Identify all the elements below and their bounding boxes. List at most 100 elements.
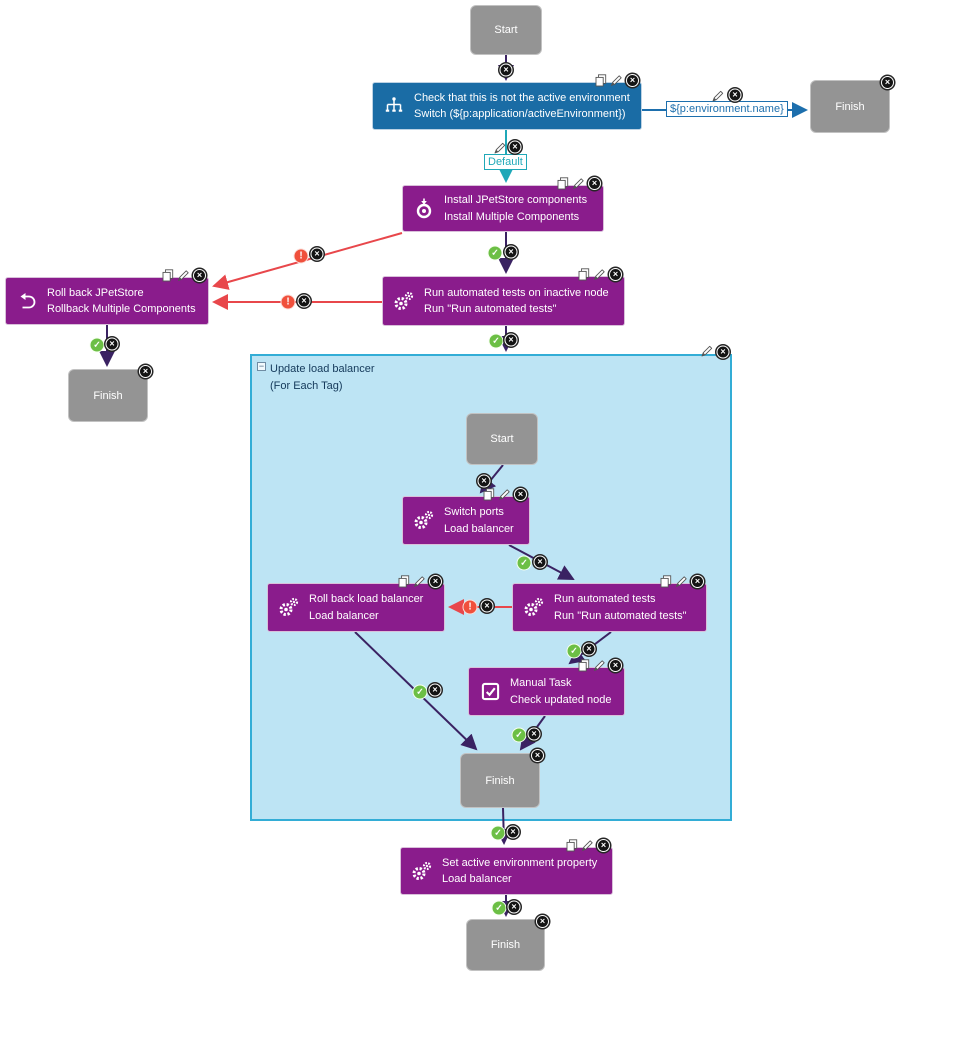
- node-start-inner[interactable]: Start: [466, 413, 538, 465]
- edit-icon[interactable]: [593, 659, 606, 672]
- manual-task-icon: [477, 682, 503, 701]
- edit-icon[interactable]: [413, 575, 426, 588]
- node-finish-top-right[interactable]: Finish ×: [810, 76, 894, 133]
- delete-icon[interactable]: ×: [428, 683, 442, 697]
- node-rollback-jpetstore[interactable]: Roll back JPetStore Rollback Multiple Co…: [5, 269, 209, 325]
- delete-icon[interactable]: ×: [691, 575, 704, 588]
- failure-condition-icon[interactable]: !: [280, 294, 296, 310]
- node-install-jpetstore[interactable]: Install JPetStore components Install Mul…: [402, 177, 604, 232]
- node-title: Install JPetStore components: [444, 194, 588, 206]
- node-title: Manual Task: [510, 677, 572, 689]
- copy-icon[interactable]: [578, 659, 590, 672]
- delete-icon[interactable]: ×: [139, 365, 152, 378]
- edit-icon[interactable]: [675, 575, 688, 588]
- node-run-tests-inner[interactable]: Run automated tests Run "Run automated t…: [512, 575, 707, 632]
- node-finish-bottom[interactable]: Finish ×: [466, 915, 549, 971]
- edit-icon[interactable]: [593, 268, 606, 281]
- success-condition-icon[interactable]: ✓: [412, 684, 428, 700]
- connection-value-default[interactable]: Default: [484, 154, 527, 170]
- delete-icon[interactable]: ×: [506, 825, 520, 839]
- node-actions: ×: [398, 575, 442, 588]
- group-title: Update load balancer: [270, 363, 375, 375]
- success-condition-icon[interactable]: ✓: [516, 555, 532, 571]
- delete-icon[interactable]: ×: [609, 268, 622, 281]
- delete-icon[interactable]: ×: [881, 76, 894, 89]
- delete-icon[interactable]: ×: [477, 474, 491, 488]
- edit-icon[interactable]: [581, 839, 594, 852]
- success-condition-icon[interactable]: ✓: [511, 727, 527, 743]
- connection-value-environment-name[interactable]: ${p:environment.name}: [666, 101, 788, 117]
- edge-install-to-rollback-fail[interactable]: [212, 232, 403, 290]
- delete-icon[interactable]: ×: [297, 294, 311, 308]
- edge-innerstart-to-switchports[interactable]: [479, 464, 504, 494]
- delete-icon[interactable]: ×: [536, 915, 549, 928]
- delete-icon[interactable]: ×: [588, 177, 601, 190]
- delete-icon[interactable]: ×: [716, 345, 730, 359]
- copy-icon[interactable]: [566, 839, 578, 852]
- node-title: Check that this is not the active enviro…: [414, 91, 630, 104]
- node-subtitle: Load balancer: [444, 522, 514, 535]
- success-condition-icon[interactable]: ✓: [566, 643, 582, 659]
- delete-icon[interactable]: ×: [531, 749, 544, 762]
- node-label: Finish: [835, 100, 865, 113]
- failure-condition-icon[interactable]: !: [462, 599, 478, 615]
- delete-icon[interactable]: ×: [504, 245, 518, 259]
- delete-icon[interactable]: ×: [597, 839, 610, 852]
- delete-icon[interactable]: ×: [507, 900, 521, 914]
- delete-icon[interactable]: ×: [193, 269, 206, 282]
- node-set-active-environment[interactable]: Set active environment property Load bal…: [400, 839, 613, 895]
- node-check-active-environment[interactable]: Check that this is not the active enviro…: [372, 74, 642, 130]
- edit-icon[interactable]: [498, 488, 511, 501]
- edit-icon[interactable]: [712, 90, 725, 103]
- delete-icon[interactable]: ×: [105, 337, 119, 351]
- node-switch-ports[interactable]: Switch ports Load balancer ×: [402, 488, 530, 545]
- delete-icon[interactable]: ×: [527, 727, 541, 741]
- edit-icon[interactable]: [610, 74, 623, 87]
- delete-icon[interactable]: ×: [728, 88, 742, 102]
- node-finish-inner[interactable]: Finish ×: [460, 749, 544, 808]
- edit-icon[interactable]: [494, 142, 507, 155]
- delete-icon[interactable]: ×: [499, 63, 513, 77]
- copy-icon[interactable]: [483, 488, 495, 501]
- copy-icon[interactable]: [398, 575, 410, 588]
- success-condition-icon[interactable]: ✓: [490, 825, 506, 841]
- node-subtitle: Switch (${p:application/activeEnvironmen…: [414, 108, 626, 120]
- edit-icon[interactable]: [701, 345, 714, 358]
- node-finish-left[interactable]: Finish ×: [68, 365, 152, 422]
- success-condition-icon[interactable]: ✓: [491, 900, 507, 916]
- gears-icon: [276, 596, 302, 619]
- node-manual-task[interactable]: Manual Task Check updated node ×: [468, 659, 625, 716]
- delete-icon[interactable]: ×: [504, 333, 518, 347]
- node-run-tests-inactive[interactable]: Run automated tests on inactive node Run…: [382, 268, 625, 326]
- delete-icon[interactable]: ×: [310, 247, 324, 261]
- delete-icon[interactable]: ×: [582, 642, 596, 656]
- failure-condition-icon[interactable]: !: [293, 248, 309, 264]
- collapse-icon[interactable]: −: [257, 361, 266, 371]
- delete-icon[interactable]: ×: [480, 599, 494, 613]
- copy-icon[interactable]: [578, 268, 590, 281]
- delete-icon[interactable]: ×: [533, 555, 547, 569]
- delete-icon[interactable]: ×: [514, 488, 527, 501]
- node-actions: ×: [578, 659, 622, 672]
- delete-icon[interactable]: ×: [609, 659, 622, 672]
- success-condition-icon[interactable]: ✓: [89, 337, 105, 353]
- success-condition-icon[interactable]: ✓: [487, 245, 503, 261]
- node-title: Set active environment property: [442, 856, 598, 869]
- node-subtitle: Install Multiple Components: [444, 210, 580, 223]
- copy-icon[interactable]: [595, 74, 607, 87]
- copy-icon[interactable]: [162, 269, 174, 282]
- edit-icon[interactable]: [572, 177, 585, 190]
- edit-icon[interactable]: [177, 269, 190, 282]
- node-rollback-load-balancer[interactable]: Roll back load balancer Load balancer ×: [267, 575, 445, 632]
- delete-icon[interactable]: ×: [626, 74, 639, 87]
- node-start[interactable]: Start: [470, 5, 542, 55]
- delete-icon[interactable]: ×: [429, 575, 442, 588]
- node-title: Roll back JPetStore: [47, 286, 144, 299]
- delete-icon[interactable]: ×: [508, 140, 522, 154]
- node-title: Run automated tests: [554, 593, 656, 605]
- copy-icon[interactable]: [557, 177, 569, 190]
- success-condition-icon[interactable]: ✓: [488, 333, 504, 349]
- copy-icon[interactable]: [660, 575, 672, 588]
- node-label: Start: [494, 24, 518, 36]
